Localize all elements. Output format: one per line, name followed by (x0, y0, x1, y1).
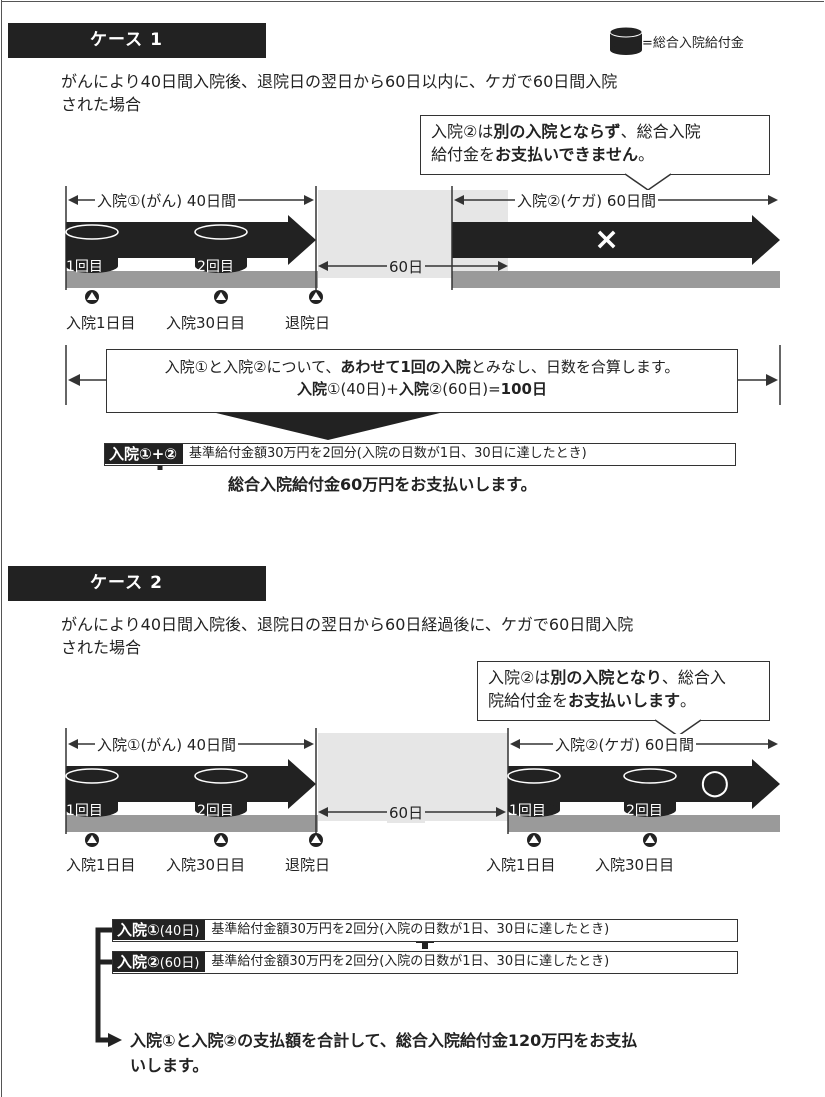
case2-payment-1-tag: 入院①(40日) (113, 920, 206, 940)
case1-not-paid-mark: × (594, 222, 620, 257)
case2-span1-label: 入院①(がん) 40日間 (95, 734, 239, 755)
case1-cylinder-2-label: 2回目 (197, 259, 234, 275)
case1-span2-label: 入院②(ケガ) 60日間 (515, 190, 659, 211)
case2-callout: 入院②は別の入院となり、総合入 院給付金をお支払いします。 (477, 661, 770, 721)
case1-marker-3-label: 退院日 (285, 314, 331, 332)
case1-marker-2 (214, 290, 228, 304)
case2-marker-2-label: 入院30日目 (166, 856, 246, 874)
case1-stay2-arrow (452, 215, 780, 265)
case1-marker-2-label: 入院30日目 (166, 314, 246, 332)
case2-marker-1-label: 入院1日目 (66, 856, 136, 874)
case1-payment-tag: 入院①+② (105, 444, 183, 464)
case2-payment-row-1: 入院①(40日)基準給付金額30万円を2回分(入院の日数が1日、30日に達したと… (112, 919, 738, 942)
case1-stay1-arrow (66, 215, 316, 265)
case2-marker-4-label: 入院1日目 (486, 856, 556, 874)
page-border-left (1, 0, 2, 1097)
case1-gap-label: 60日 (387, 256, 426, 277)
case1-cylinder-2 (194, 224, 248, 273)
case2-result: 入院①と入院②の支払額を合計して、総合入院給付金120万円をお支払 いします。 (130, 1031, 638, 1075)
case1-span1-label: 入院①(がん) 40日間 (95, 190, 239, 211)
case1-marker-3 (309, 290, 323, 304)
case2-cylinder-3-label: 1回目 (509, 803, 546, 819)
case2-cylinder-4-label: 2回目 (626, 803, 663, 819)
case1-label: ケース 1 (8, 23, 266, 58)
case2-description: がんにより40日間入院後、退院日の翌日から60日経過後に、ケガで60日間入院 さ… (61, 615, 634, 657)
case2-span2-label: 入院②(ケガ) 60日間 (553, 734, 697, 755)
case1-cylinder-1 (65, 224, 119, 273)
case2-payment-2-tag: 入院②(60日) (113, 952, 206, 972)
case1-timeline (65, 186, 781, 470)
case1-base-bar-2 (452, 271, 780, 288)
case2-gap-label: 60日 (387, 802, 426, 823)
case1-base-bar-1 (66, 271, 318, 288)
case2-marker-5-label: 入院30日目 (595, 856, 675, 874)
case2-paid-mark: ○ (700, 762, 730, 802)
legend-text: =総合入院給付金 (642, 36, 744, 51)
cylinder-icon (609, 26, 643, 55)
case2-payment-row-2: 入院②(60日)基準給付金額30万円を2回分(入院の日数が1日、30日に達したと… (112, 951, 738, 974)
case1-marker-1-label: 入院1日目 (66, 314, 136, 332)
case2-label: ケース 2 (8, 566, 266, 601)
case1-description: がんにより40日間入院後、退院日の翌日から60日以内に、ケガで60日間入院 され… (61, 72, 618, 114)
case1-merge-arrow (212, 412, 444, 440)
case1-callout: 入院②は別の入院とならず、総合入院 給付金をお支払いできません。 (420, 115, 770, 175)
case2-cylinder-1-label: 1回目 (66, 803, 103, 819)
case1-cylinder-1-label: 1回目 (66, 259, 103, 275)
case1-result: 総合入院給付金60万円をお支払いします。 (228, 475, 537, 494)
case2-marker-3-label: 退院日 (285, 856, 331, 874)
page-border-top (1, 1, 824, 2)
case1-marker-1 (85, 290, 99, 304)
case2-cylinder-2-label: 2回目 (197, 803, 234, 819)
case1-merge-box: 入院①と入院②について、あわせて1回の入院とみなし、日数を合算します。 入院①(… (106, 349, 738, 413)
